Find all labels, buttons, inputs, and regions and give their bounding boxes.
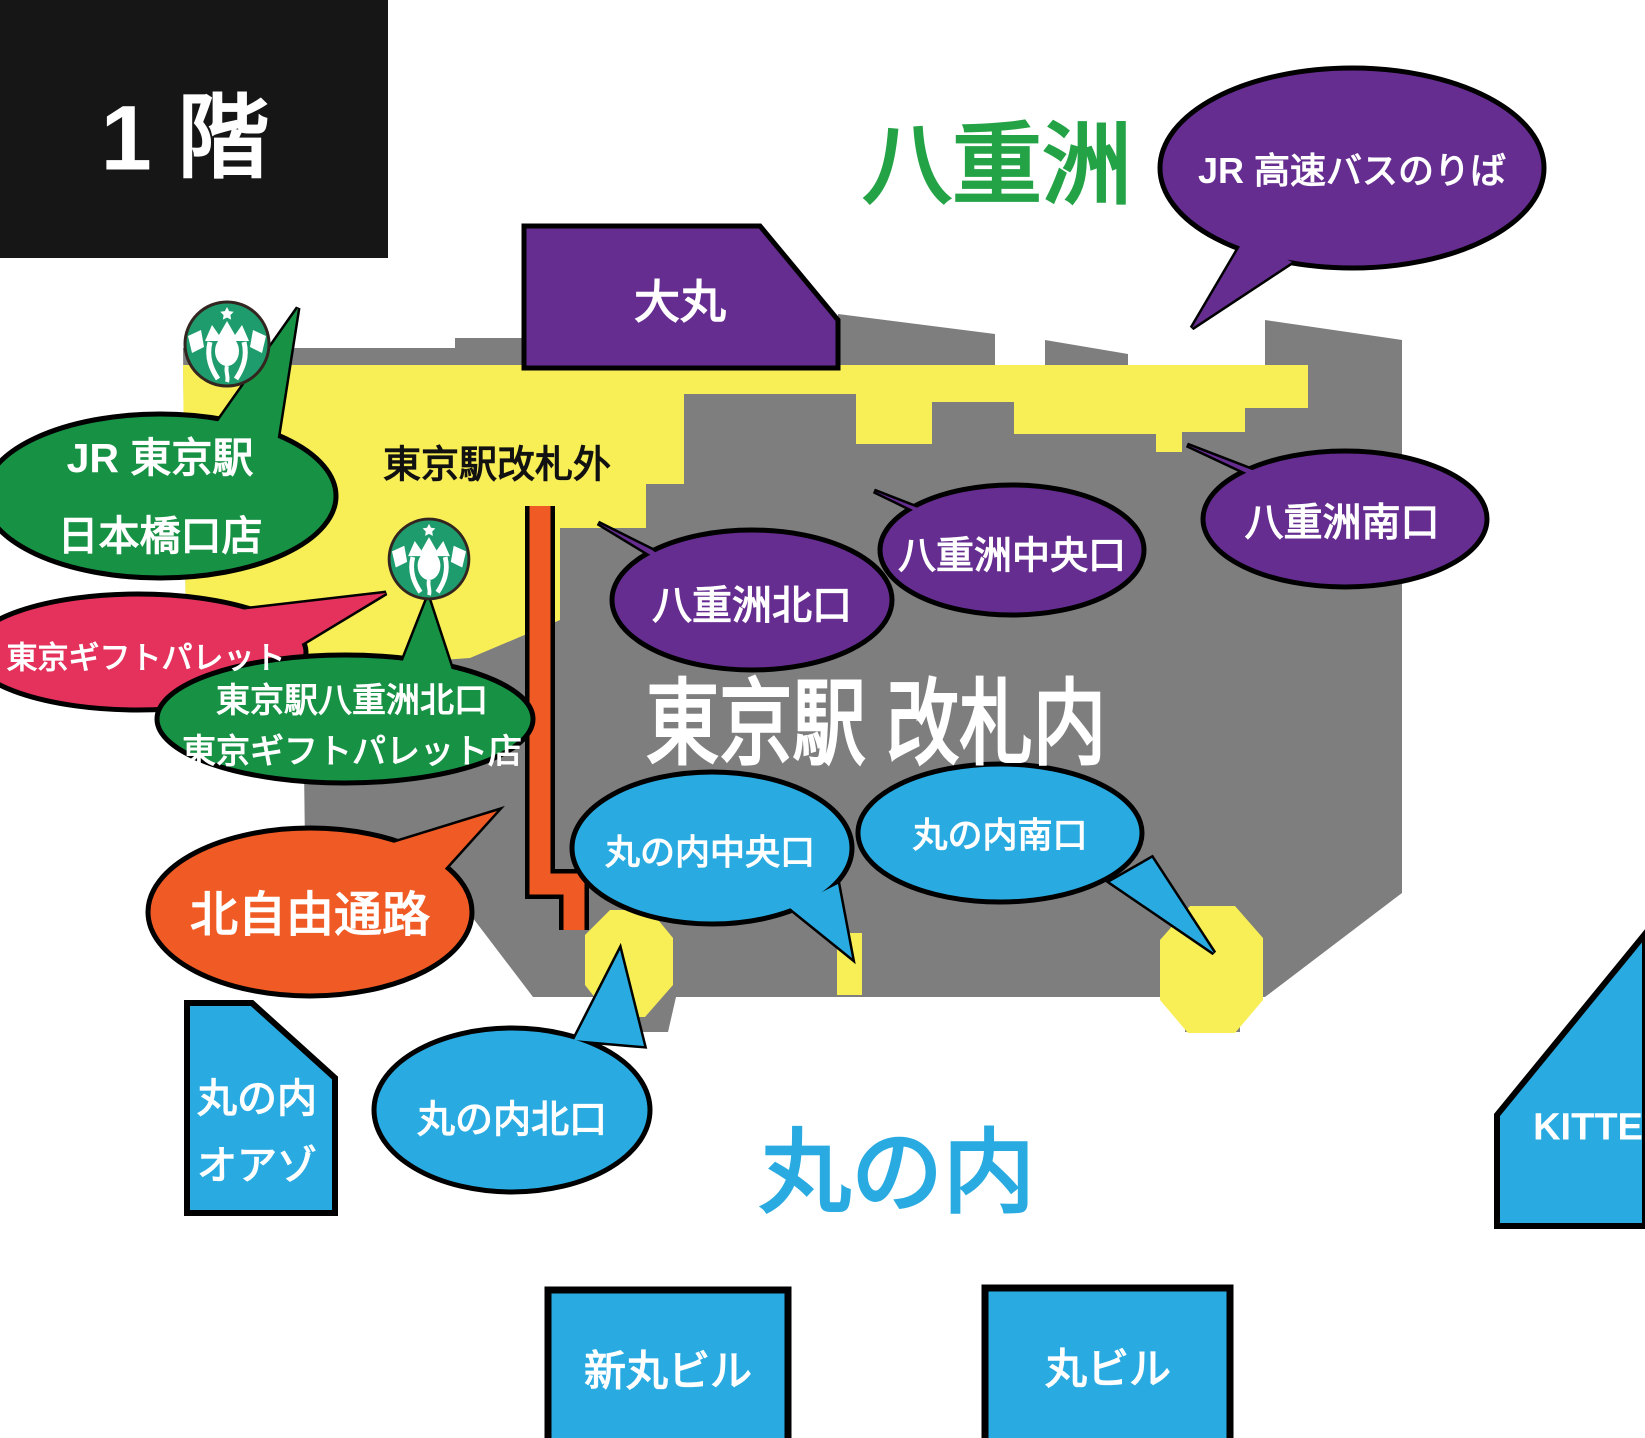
bubble-label-bus-stop: JR 高速バスのりば (1197, 150, 1507, 191)
bubble-north-free-passage (145, 805, 505, 999)
bubble-label-marunouchi-north: 丸の内北口 (416, 1099, 608, 1142)
bubble-label-gift-palette: 東京ギフトパレット (6, 640, 286, 676)
building-label-kitte: KITTE (1533, 1106, 1643, 1149)
starbucks-siren-icon (387, 517, 471, 601)
north-passage-route (529, 506, 585, 930)
bubble-bus-stop (1157, 65, 1547, 331)
oazo-building-shape (184, 1000, 338, 1216)
bubble-marunouchi-central (569, 769, 856, 965)
concourse-outside-gates-strip (560, 365, 1308, 528)
shin-maru-building-shape (544, 1286, 792, 1438)
bubble-starbucks-gift-palette (154, 589, 536, 786)
bubble-label-marunouchi-south: 丸の内南口 (912, 816, 1088, 856)
bubble-label-marunouchi-central: 丸の内中央口 (604, 833, 816, 873)
kitte-building-shape (1494, 929, 1645, 1229)
bubble-label-starbucks-gift-palette: 東京駅八重洲北口 東京ギフトパレット店 (182, 682, 522, 771)
bubble-label-yaesu-central: 八重洲中央口 (897, 535, 1127, 578)
district-label-yaesu: 八重洲 (862, 116, 1132, 216)
floor-label: 1 階 (100, 87, 270, 190)
building-label-maru: 丸ビル (1044, 1345, 1172, 1393)
bubble-label-yaesu-north: 八重洲北口 (652, 584, 852, 628)
exit-pocket-marunouchi-south (1160, 906, 1263, 1033)
building-label-oazo: 丸の内 オアゾ (197, 1077, 317, 1188)
bubble-yaesu-central (872, 482, 1147, 618)
building-label-shin-maru: 新丸ビル (583, 1347, 753, 1395)
bubble-marunouchi-north (371, 942, 653, 1195)
bubble-label-yaesu-south: 八重洲南口 (1244, 502, 1440, 545)
maru-building-shape (981, 1284, 1234, 1438)
bubble-yaesu-north (596, 520, 895, 673)
daimaru-building-shape (521, 223, 841, 371)
outside-gates-label: 東京駅改札外 (382, 444, 612, 487)
inside-gates-label: 東京駅 改札内 (645, 671, 1107, 776)
starbucks-siren-icon (183, 300, 271, 388)
bubble-label-starbucks-nihonbashi: JR 東京駅 日本橋口店 (57, 435, 263, 559)
bubble-marunouchi-south (855, 761, 1217, 956)
floor-badge-box (0, 0, 388, 258)
building-label-daimaru: 大丸 (634, 276, 726, 328)
district-label-marunouchi: 丸の内 (758, 1122, 1036, 1225)
bubble-starbucks-nihonbashi (0, 306, 339, 581)
bubble-yaesu-south (1185, 442, 1490, 590)
bubble-label-north-free-passage: 北自由通路 (189, 889, 431, 942)
